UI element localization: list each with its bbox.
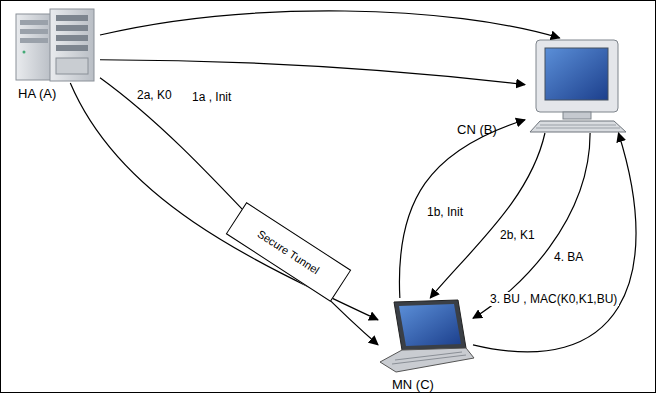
mobile-node: MN (C) [378, 298, 473, 376]
desktop-computer-icon [530, 40, 626, 132]
message-label: 2a, K0 [135, 88, 174, 102]
laptop-icon [380, 300, 474, 372]
node-label: MN (C) [392, 377, 434, 392]
frame [1, 1, 656, 393]
message-label: 1b, Init [425, 205, 465, 219]
message-arrow [100, 60, 525, 85]
message-label: 2b, K1 [498, 228, 537, 242]
home-agent-node: HA (A) [10, 8, 100, 83]
server-icon [16, 9, 94, 81]
node-label: CN (B) [457, 122, 497, 137]
message-arrow [100, 78, 378, 345]
message-arrow [399, 120, 525, 298]
tunnel-label: Secure Tunnel [255, 227, 322, 277]
message-label: 1a , Init [190, 90, 233, 104]
tunnel-box: Secure Tunnel [226, 202, 352, 302]
message-label: 3. BU , MAC(K0,K1,BU) [488, 292, 619, 306]
message-arrow [473, 133, 636, 352]
correspondent-node: CN (B) [525, 38, 630, 133]
message-arrow [100, 11, 560, 38]
message-arrow [70, 83, 378, 320]
message-arrow [473, 133, 590, 318]
node-label: HA (A) [18, 86, 56, 101]
message-label: 4. BA [552, 250, 585, 264]
